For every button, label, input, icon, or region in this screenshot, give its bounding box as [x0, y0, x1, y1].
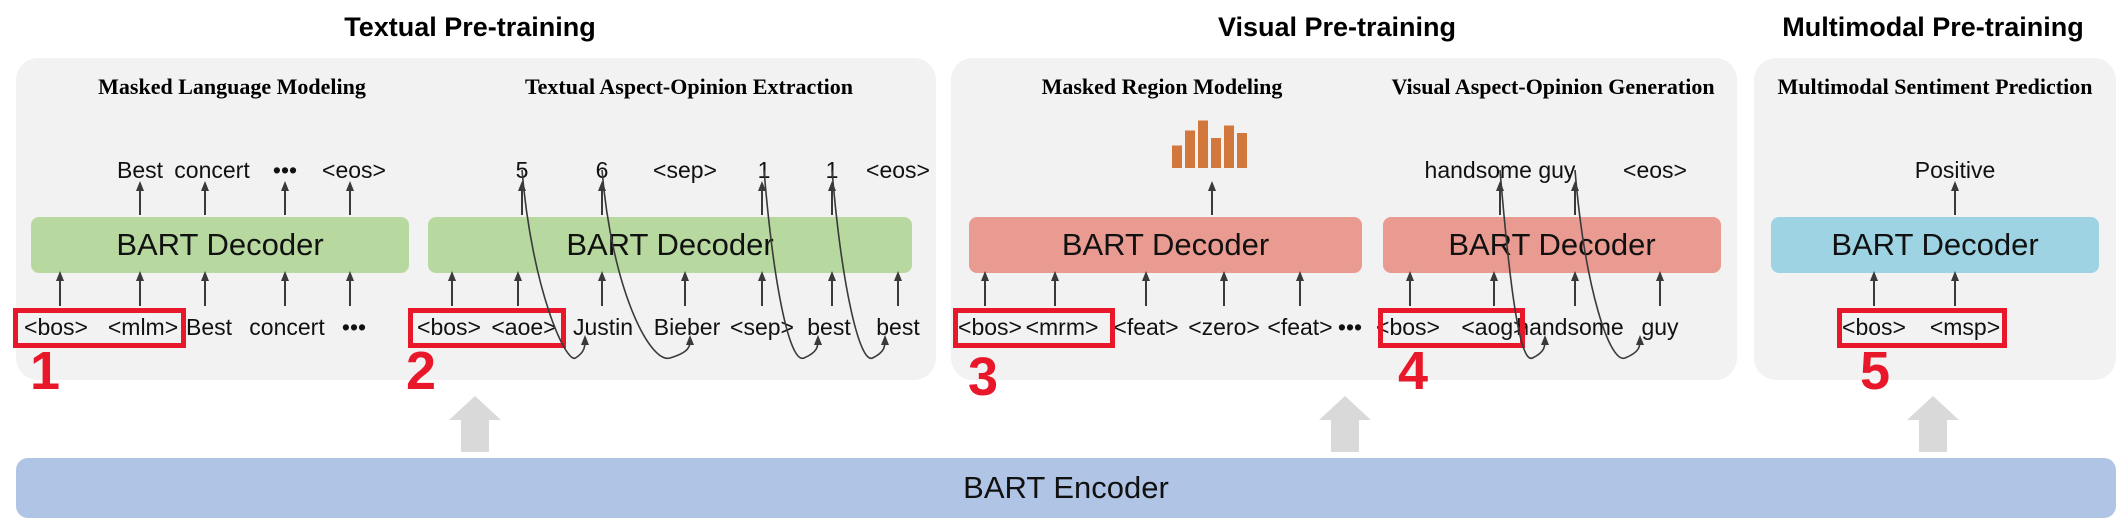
- task-title-mrm: Masked Region Modeling: [1041, 74, 1283, 99]
- decoder-vaog: BART Decoder: [1383, 217, 1721, 273]
- taoe-output-token: <eos>: [866, 157, 930, 183]
- mrm-input-token: <feat>: [1267, 314, 1333, 340]
- highlight-box-aoe: [408, 308, 566, 348]
- histogram-bar: [1237, 133, 1247, 168]
- taoe-input-token: <bos>: [417, 314, 481, 340]
- task-title-taoe: Textual Aspect-Opinion Extraction: [525, 74, 853, 99]
- mlm-input-token: <bos>: [24, 314, 88, 340]
- mrm-input-token: <feat>: [1113, 314, 1179, 340]
- mlm-input-token: •••: [341, 314, 367, 340]
- mlm-input-token: Best: [185, 314, 233, 340]
- histogram-bar: [1185, 130, 1195, 168]
- highlight-box-mrm: [953, 308, 1115, 348]
- mlm-input-token: concert: [249, 314, 325, 340]
- decoder-mlm: BART Decoder: [31, 217, 409, 273]
- taoe-output-token: <sep>: [653, 157, 717, 183]
- decoder-mrm: BART Decoder: [969, 217, 1362, 273]
- mrm-input-token: <mrm>: [1025, 314, 1099, 340]
- msp-input-token: <msp>: [1929, 314, 2001, 340]
- encoder-flow-arrow: [449, 396, 501, 452]
- vaog-input-token: <bos>: [1376, 314, 1440, 340]
- feedback-curve: [1499, 169, 1549, 359]
- msp-input-token: <bos>: [1842, 314, 1906, 340]
- msp-output-token: Positive: [1914, 157, 1996, 183]
- encoder-flow-arrow: [1907, 396, 1959, 452]
- histogram-bar: [1211, 138, 1221, 168]
- histogram-bar: [1198, 120, 1208, 168]
- mrm-input-token: <bos>: [958, 314, 1022, 340]
- section-title-textual: Textual Pre-training: [344, 12, 596, 42]
- histogram-bar: [1224, 125, 1234, 168]
- step-number: 5: [1860, 341, 1891, 401]
- vaog-input-token: guy: [1641, 314, 1679, 340]
- mlm-input-token: <mlm>: [107, 314, 179, 340]
- highlight-box-msp: [1837, 308, 2007, 348]
- highlight-box-mlm: [13, 308, 186, 348]
- mrm-input-token: •••: [1337, 314, 1363, 340]
- mrm-input-token: <zero>: [1188, 314, 1260, 340]
- histogram-bar: [1172, 145, 1182, 168]
- section-title-visual: Visual Pre-training: [1217, 12, 1457, 42]
- taoe-input-token: <aoe>: [491, 314, 557, 340]
- mlm-output-token: Best: [116, 157, 164, 183]
- feedback-curve: [601, 169, 694, 359]
- mlm-output-token: <eos>: [322, 157, 386, 183]
- step-number: 3: [968, 347, 999, 407]
- section-title-multimodal: Multimodal Pre-training: [1782, 12, 2084, 42]
- decoder-msp: BART Decoder: [1771, 217, 2099, 273]
- decoder-taoe: BART Decoder: [428, 217, 912, 273]
- task-title-vaog: Visual Aspect-Opinion Generation: [1391, 74, 1715, 99]
- task-title-msp: Multimodal Sentiment Prediction: [1777, 74, 2093, 99]
- feedback-curve: [763, 169, 822, 359]
- vaog-output-token: <eos>: [1623, 157, 1687, 183]
- highlight-box-aog: [1378, 308, 1525, 348]
- step-number: 4: [1398, 341, 1429, 401]
- task-title-mlm: Masked Language Modeling: [98, 74, 366, 99]
- mlm-output-token: concert: [174, 157, 250, 183]
- bart-encoder: BART Encoder: [16, 458, 2116, 518]
- feedback-curve: [1574, 169, 1644, 359]
- encoder-flow-arrow: [1319, 396, 1371, 452]
- step-number: 2: [406, 341, 437, 401]
- mlm-output-token: •••: [272, 157, 298, 183]
- feedback-curve: [521, 169, 589, 359]
- feedback-curve: [831, 169, 889, 359]
- step-number: 1: [30, 341, 61, 401]
